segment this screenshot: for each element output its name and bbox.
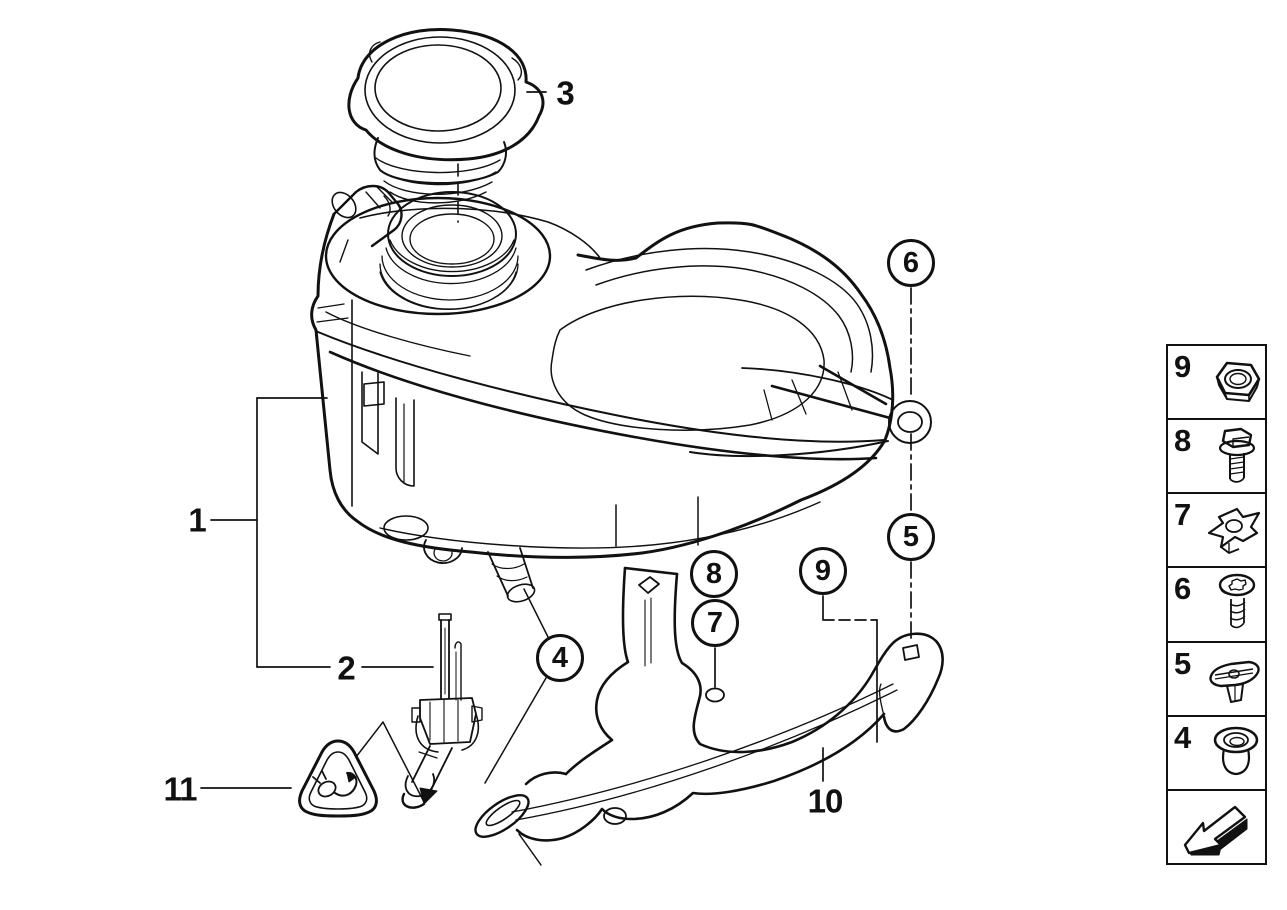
speed-nut-clip-icon xyxy=(1205,499,1263,561)
torx-screw-icon xyxy=(1207,571,1263,637)
part-label-1[interactable]: 1 xyxy=(188,501,206,539)
legend-row-6[interactable]: 6 xyxy=(1168,568,1265,643)
expansion-tank-body-drawing xyxy=(310,184,932,603)
callout-9[interactable]: 9 xyxy=(799,547,847,595)
legend-back-cell[interactable] xyxy=(1168,791,1265,863)
callout-6[interactable]: 6 xyxy=(887,239,935,287)
callout-4[interactable]: 4 xyxy=(536,634,584,682)
flange-bolt-icon xyxy=(1207,423,1263,489)
leader-lines xyxy=(200,91,912,866)
part-label-10[interactable]: 10 xyxy=(807,782,844,820)
legend-row-8[interactable]: 8 xyxy=(1168,420,1265,495)
part-label-11[interactable]: 11 xyxy=(163,770,198,808)
legend-row-4[interactable]: 4 xyxy=(1168,717,1265,791)
fastener-legend: 9 8 xyxy=(1166,344,1267,865)
callout-5[interactable]: 5 xyxy=(887,513,935,561)
legend-number-4: 4 xyxy=(1174,719,1192,755)
legend-number-5: 5 xyxy=(1174,645,1192,681)
mounting-bracket-drawing xyxy=(474,566,944,842)
part-label-3[interactable]: 3 xyxy=(556,74,574,112)
part-label-2[interactable]: 2 xyxy=(337,649,355,687)
legend-row-7[interactable]: 7 xyxy=(1168,494,1265,569)
legend-row-9[interactable]: 9 xyxy=(1168,346,1265,421)
callout-8[interactable]: 8 xyxy=(690,550,738,598)
legend-number-8: 8 xyxy=(1174,423,1192,459)
level-sensor-drawing xyxy=(401,613,483,809)
warning-triangle-symbol xyxy=(298,739,378,818)
grommet-icon xyxy=(1207,721,1263,785)
legend-number-9: 9 xyxy=(1174,349,1192,384)
back-arrow-icon xyxy=(1177,797,1257,857)
expanding-nut-icon xyxy=(1205,648,1263,710)
callout-7[interactable]: 7 xyxy=(691,599,739,647)
legend-number-6: 6 xyxy=(1174,571,1192,607)
legend-row-5[interactable]: 5 xyxy=(1168,643,1265,717)
legend-number-7: 7 xyxy=(1174,497,1192,533)
hex-nut-icon xyxy=(1207,351,1263,413)
